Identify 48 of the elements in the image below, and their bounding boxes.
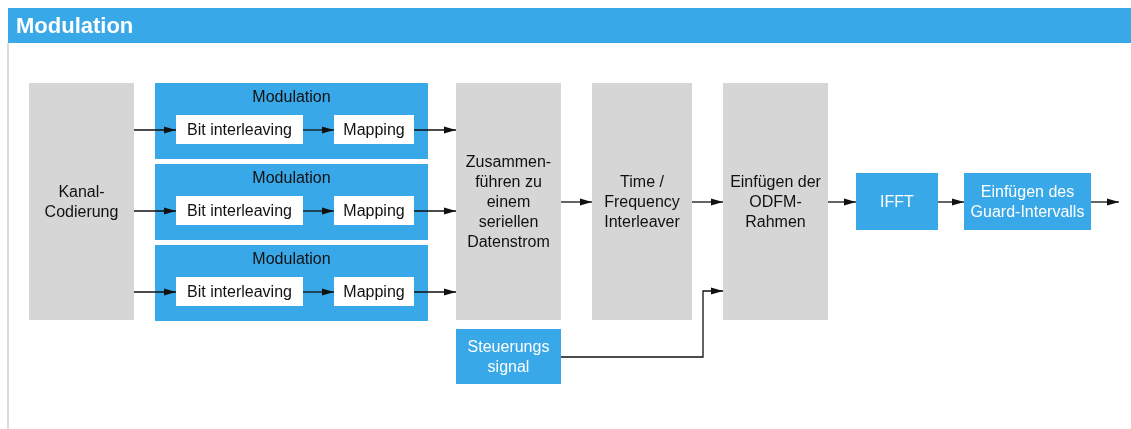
block-label: Einfügen der ODFM- Rahmen (729, 171, 822, 232)
arrow (691, 198, 724, 206)
process-box (176, 277, 303, 306)
arrow (827, 198, 857, 206)
arrow (560, 198, 593, 206)
arrow (302, 207, 335, 215)
arrow (133, 126, 177, 134)
arrow (1090, 198, 1120, 206)
group-heading: Modulation (252, 87, 331, 107)
channel-coding-block (29, 83, 134, 320)
block-label: Bit interleaving (187, 200, 292, 221)
process-box (176, 115, 303, 144)
arrow (133, 207, 177, 215)
arrow (302, 288, 335, 296)
arrow (560, 287, 724, 358)
block-label: Time / Frequency Interleaver (603, 171, 681, 232)
block-label: Einfügen des Guard-Intervalls (970, 181, 1085, 222)
process-box (334, 277, 414, 306)
block-label: Mapping (343, 200, 405, 221)
signal-box (456, 329, 561, 384)
process-box (964, 173, 1091, 230)
modulation-group (155, 164, 428, 240)
process-box (176, 196, 303, 225)
modulation-group (155, 83, 428, 159)
process-box (334, 196, 414, 225)
block-label: Bit interleaving (187, 119, 292, 140)
block-label: Kanal- Codierung (43, 181, 120, 222)
process-block (456, 83, 561, 320)
block-label: Bit interleaving (187, 281, 292, 302)
process-box (856, 173, 938, 230)
arrow (413, 288, 457, 296)
arrow (937, 198, 965, 206)
block-label: Zusammen- führen zu einem seriellen Datenstrom (464, 151, 553, 252)
group-heading: Modulation (252, 168, 331, 188)
process-block (592, 83, 692, 320)
modulation-group (155, 245, 428, 321)
process-box (334, 115, 414, 144)
diagram-title: Modulation (16, 12, 134, 40)
arrow (413, 207, 457, 215)
block-label: Mapping (343, 119, 405, 140)
block-label: Mapping (343, 281, 405, 302)
block-label: IFFT (880, 191, 914, 212)
block-label: Steuerungs signal (466, 336, 551, 377)
arrow (413, 126, 457, 134)
arrow (133, 288, 177, 296)
process-block (723, 83, 828, 320)
group-heading: Modulation (252, 249, 331, 269)
arrow (302, 126, 335, 134)
